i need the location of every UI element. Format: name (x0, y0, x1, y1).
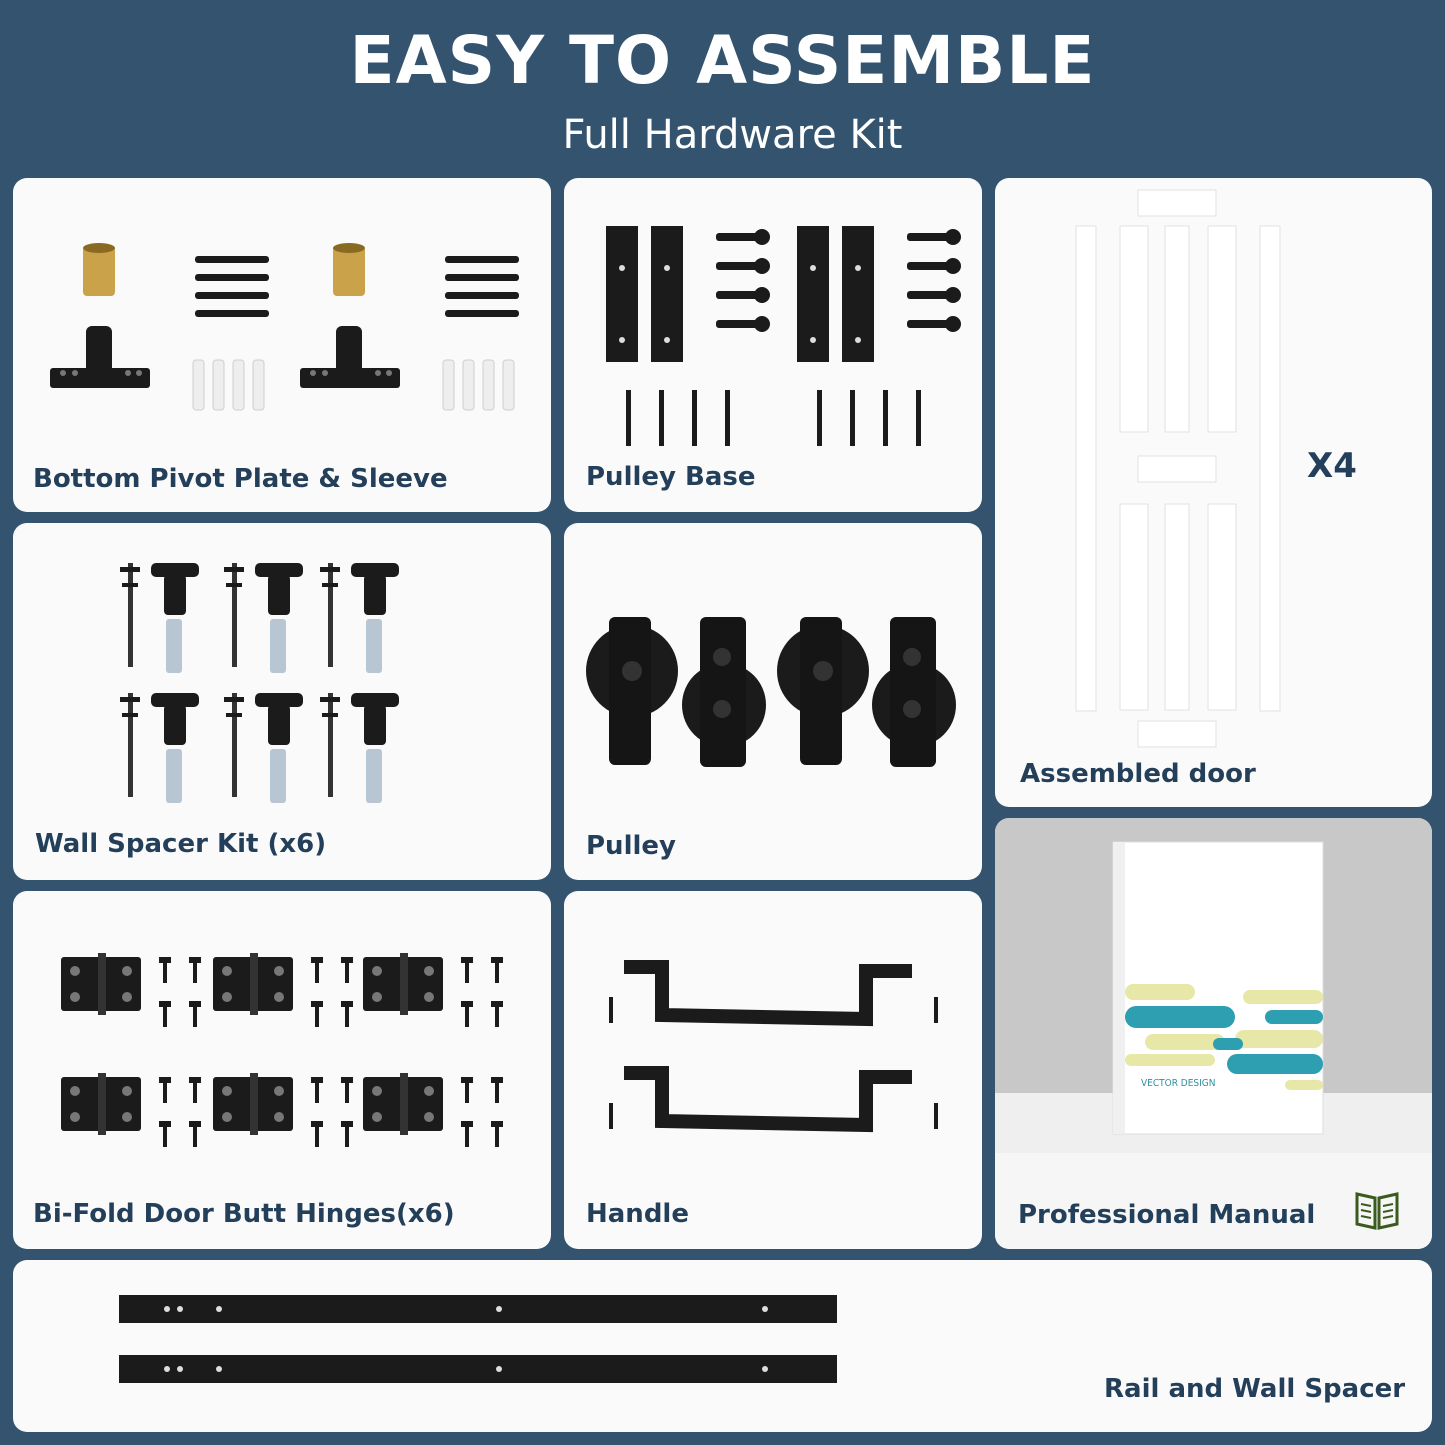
wall-spacer-illustration (120, 563, 399, 803)
card-assembled-door: X4 Assembled door (995, 178, 1432, 807)
page-title: EASY TO ASSEMBLE (349, 22, 1096, 99)
page-subtitle: Full Hardware Kit (562, 112, 903, 158)
label-pulley-base: Pulley Base (586, 462, 756, 492)
pulley-illustration (586, 617, 956, 767)
manual-illustration (995, 818, 1432, 1249)
assembled-door-illustration (1075, 189, 1281, 748)
card-pivot-plate: Bottom Pivot Plate & Sleeve (13, 178, 551, 512)
label-assembled-door: Assembled door (1020, 759, 1256, 789)
open-book-icon (1355, 1192, 1399, 1230)
card-manual: VECTOR DESIGN Professional Manual (995, 818, 1432, 1249)
label-manual: Professional Manual (1018, 1200, 1316, 1230)
card-wall-spacer: Wall Spacer Kit (x6) (13, 523, 551, 880)
label-pulley: Pulley (586, 831, 676, 861)
hinges-illustration (61, 953, 503, 1147)
handle-illustration (564, 960, 982, 1249)
label-pivot-plate: Bottom Pivot Plate & Sleeve (33, 464, 448, 494)
card-rail: Rail and Wall Spacer (13, 1260, 1432, 1432)
card-pulley: Pulley (564, 523, 982, 880)
card-handle: Handle (564, 891, 982, 1249)
card-hinges: Bi-Fold Door Butt Hinges(x6) (13, 891, 551, 1249)
pivot-plate-illustration (50, 242, 520, 411)
label-hinges: Bi-Fold Door Butt Hinges(x6) (33, 1199, 455, 1229)
label-wall-spacer: Wall Spacer Kit (x6) (35, 829, 327, 859)
rail-illustration (119, 1295, 837, 1383)
card-pulley-base: Pulley Base (564, 178, 982, 512)
label-handle: Handle (586, 1199, 689, 1229)
manual-cover-text: VECTOR DESIGN (1141, 1078, 1216, 1089)
assembled-door-quantity: X4 (1307, 446, 1357, 486)
pulley-base-illustration (606, 226, 961, 446)
label-rail: Rail and Wall Spacer (1104, 1374, 1406, 1404)
